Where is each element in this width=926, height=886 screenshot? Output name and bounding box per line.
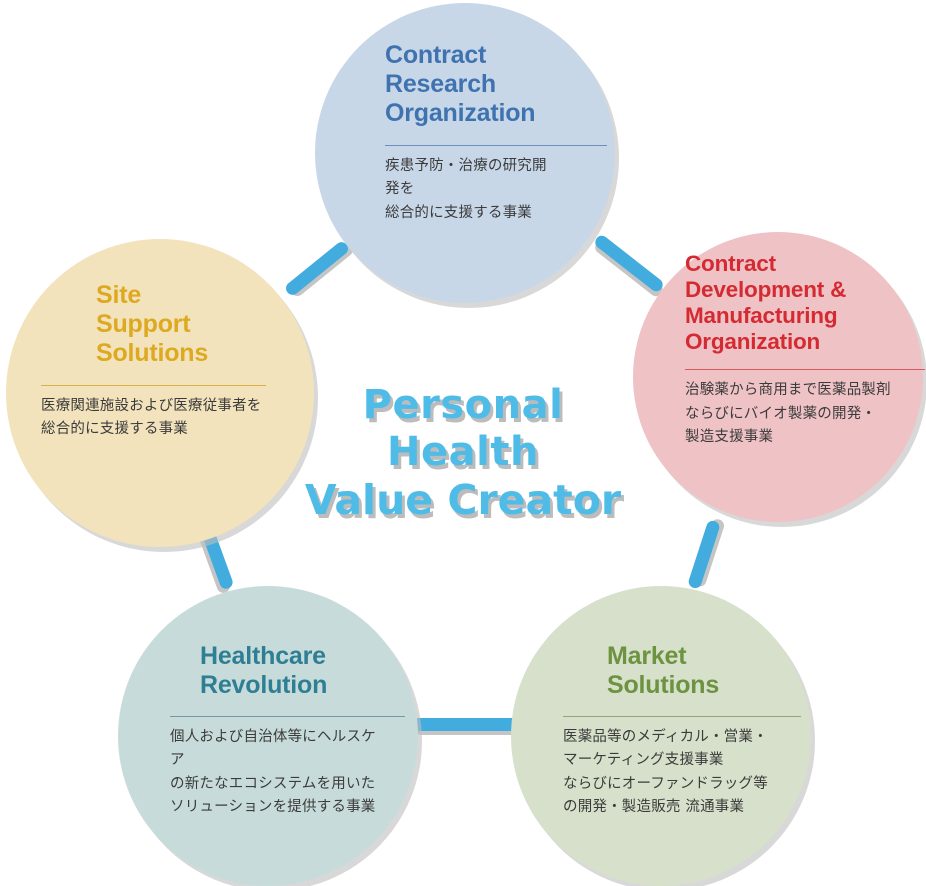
node-healthcare-revolution[interactable]: Healthcare Revolution 個人および自治体等にヘルスケア の新… <box>118 586 418 886</box>
node-market-solutions[interactable]: Market Solutions 医薬品等のメディカル・営業・ マーケティング支… <box>511 586 811 886</box>
node-description-line: 疾患予防・治療の研究開発を <box>385 158 547 198</box>
node-description-line: 総合的に支援する事業 <box>385 204 532 221</box>
node-description-line: 個人および自治体等にヘルスケア <box>170 729 376 769</box>
node-content: Contract Development & Manufacturing Org… <box>633 251 925 450</box>
node-divider <box>41 385 266 386</box>
node-title-line: Organization <box>685 329 821 355</box>
node-divider <box>563 716 801 717</box>
node-title-line: Healthcare <box>200 642 326 670</box>
node-content: Healthcare Revolution 個人および自治体等にヘルスケア の新… <box>118 642 418 820</box>
node-description-line: 製造支援事業 <box>685 429 774 446</box>
node-site-support-solutions[interactable]: Site Support Solutions 医療関連施設および医療従事者を 総… <box>6 239 314 547</box>
connector-healthcare-revolution-to-market-solutions <box>412 718 518 731</box>
node-contract-research-organization[interactable]: Contract Research Organization 疾患予防・治療の研… <box>315 3 615 303</box>
node-description-line: の開発・製造販売 流通事業 <box>563 799 745 816</box>
node-description: 個人および自治体等にヘルスケア の新たなエコシステムを用いた ソリューションを提… <box>170 726 378 820</box>
node-title: Contract Research Organization <box>385 41 553 128</box>
node-description: 治験薬から商用まで医薬品製剤 ならびにバイオ製薬の開発・ 製造支援事業 <box>685 379 893 449</box>
node-content: Site Support Solutions 医療関連施設および医療従事者を 総… <box>6 281 314 442</box>
node-divider <box>685 369 925 371</box>
node-title-line: Organization <box>385 99 536 127</box>
center-wordmark-line: Personal <box>362 382 564 428</box>
node-content: Contract Research Organization 疾患予防・治療の研… <box>315 41 615 225</box>
node-description-line: ソリューションを提供する事業 <box>170 799 376 816</box>
node-description-line: 医療関連施設および医療従事者を <box>41 398 262 414</box>
center-wordmark: Personal Health Value Creator <box>298 382 628 525</box>
node-description-line: ならびにオーファンドラッグ等 <box>563 775 768 792</box>
node-title: Healthcare Revolution <box>200 642 378 700</box>
node-description-line: マーケティング支援事業 <box>563 752 724 769</box>
node-description-line: ならびにバイオ製薬の開発・ <box>685 405 877 422</box>
node-title-line: Support <box>96 310 191 338</box>
node-contract-development-manufacturing-organization[interactable]: Contract Development & Manufacturing Org… <box>633 232 925 522</box>
node-description: 医薬品等のメディカル・営業・ マーケティング支援事業 ならびにオーファンドラッグ… <box>563 726 771 820</box>
node-title: Market Solutions <box>607 642 771 700</box>
node-title-line: Research <box>385 70 496 98</box>
node-description: 医療関連施設および医療従事者を 総合的に支援する事業 <box>41 395 268 442</box>
node-title-line: Development & <box>685 277 847 303</box>
node-title-line: Market <box>607 642 687 670</box>
node-description-line: 治験薬から商用まで医薬品製剤 <box>685 382 891 399</box>
node-title-line: Solutions <box>96 339 209 367</box>
node-description: 疾患予防・治療の研究開発を 総合的に支援する事業 <box>385 155 553 225</box>
node-divider <box>170 716 405 717</box>
node-title-line: Contract <box>385 41 487 69</box>
node-description-line: 医薬品等のメディカル・営業・ <box>563 729 768 745</box>
node-description-line: の新たなエコシステムを用いた <box>170 775 376 792</box>
node-title: Site Support Solutions <box>96 281 268 368</box>
node-description-line: 総合的に支援する事業 <box>41 421 188 438</box>
node-title-line: Manufacturing <box>685 303 838 329</box>
node-title: Contract Development & Manufacturing Org… <box>685 251 893 355</box>
node-title-line: Revolution <box>200 671 328 699</box>
center-wordmark-line: Value Creator <box>304 476 622 525</box>
node-divider <box>385 145 607 146</box>
node-title-line: Contract <box>685 251 776 276</box>
node-title-line: Solutions <box>607 671 720 699</box>
connector-cdmo-to-market-solutions <box>687 519 721 590</box>
node-content: Market Solutions 医薬品等のメディカル・営業・ マーケティング支… <box>511 642 811 820</box>
center-wordmark-line: Health <box>387 429 539 476</box>
node-title-line: Site <box>96 281 142 309</box>
